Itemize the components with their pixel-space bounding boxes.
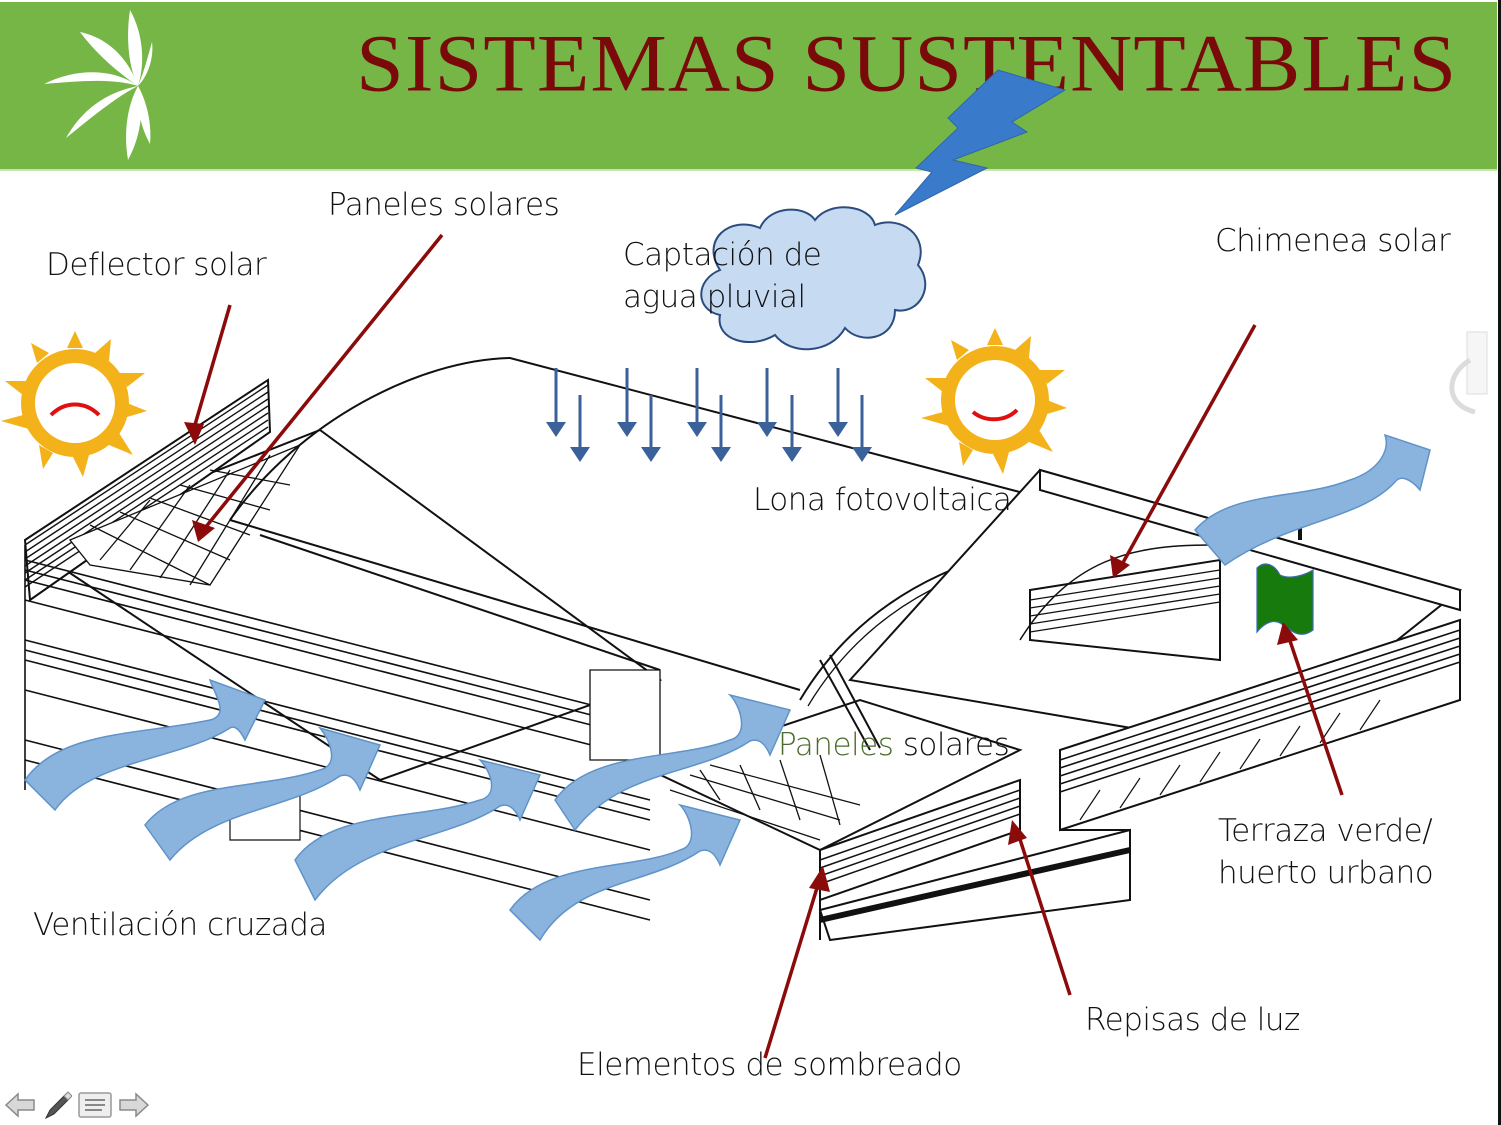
happy-sun-icon (921, 328, 1067, 474)
airflow-arrow (294, 758, 542, 902)
airflow-arrows (24, 433, 1431, 942)
label-deflector-solar: Deflector solar (46, 247, 267, 283)
sad-sun-icon (1, 331, 147, 477)
label-solares-rest: solares (893, 727, 1010, 763)
pen-icon (44, 1091, 73, 1120)
pen-tool-button[interactable] (42, 1090, 73, 1124)
slideshow-controls (4, 1090, 150, 1124)
label-paneles-solares-mid: Paneles solares (778, 727, 1010, 764)
slide-menu-button[interactable] (78, 1092, 112, 1122)
label-lona-fotovoltaica: Lona fotovoltaica (753, 482, 1012, 518)
airflow-arrow (144, 726, 382, 862)
label-paneles-green: Paneles (778, 727, 894, 763)
lightning-bolt-icon (894, 69, 1067, 216)
leaf-logo-icon (44, 10, 153, 160)
label-captacion-line1: Captación de (623, 237, 822, 273)
label-repisas-de-luz: Repisas de luz (1085, 1002, 1300, 1038)
label-terraza-line2: huerto urbano (1218, 855, 1434, 891)
label-chimenea-solar: Chimenea solar (1215, 223, 1451, 259)
north-orientation-icon (1449, 331, 1488, 415)
label-captacion-line2: agua pluvial (623, 279, 806, 315)
window-edge (1498, 0, 1501, 1125)
rain-cloud-icon (700, 206, 927, 351)
title-banner: SISTEMAS SUSTENTABLES (0, 2, 1497, 171)
arrow-right-icon (119, 1092, 150, 1118)
rain-arrows (546, 368, 872, 462)
next-slide-button[interactable] (118, 1092, 150, 1122)
label-terraza-line1: Terraza verde/ (1218, 813, 1433, 849)
label-paneles-solares-top: Paneles solares (328, 187, 560, 223)
airflow-arrow (24, 678, 267, 812)
prev-slide-button[interactable] (4, 1092, 36, 1122)
airflow-arrow (554, 693, 792, 832)
label-elementos-sombreado: Elementos de sombreado (577, 1047, 962, 1083)
airflow-arrow (1194, 433, 1431, 567)
pointer-arrows (184, 233, 1344, 1059)
green-flag-terrace-icon (1256, 563, 1314, 635)
arrow-left-icon (4, 1092, 35, 1118)
menu-icon (78, 1092, 112, 1118)
slide-title: SISTEMAS SUSTENTABLES (356, 17, 1458, 109)
airflow-arrow (509, 803, 742, 942)
label-ventilacion-cruzada: Ventilación cruzada (33, 907, 327, 943)
building-line-drawing (23, 356, 1463, 942)
